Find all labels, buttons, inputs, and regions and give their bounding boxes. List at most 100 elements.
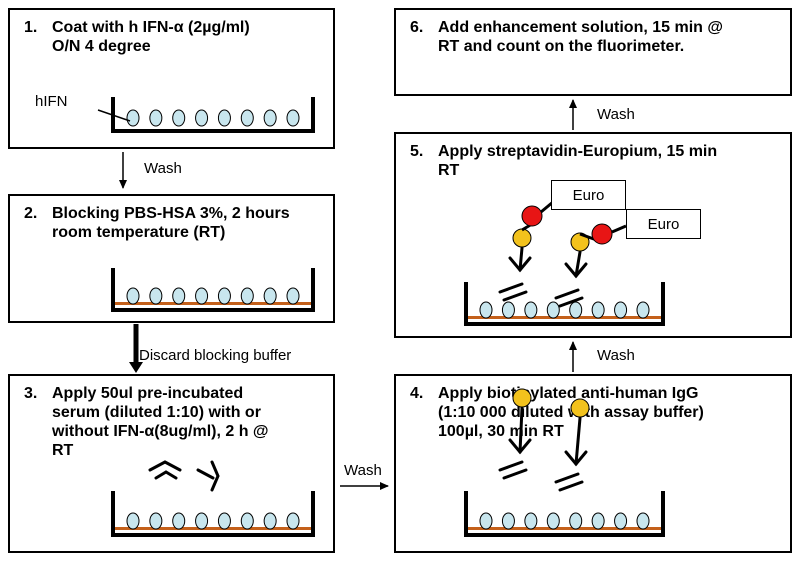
ifn-bead [286, 512, 300, 530]
ifn-bead [195, 287, 209, 305]
ifn-bead [263, 109, 277, 127]
ifn-bead [569, 301, 583, 319]
step-number: 2. [24, 205, 38, 222]
ifn-bead [591, 512, 605, 530]
ifn-bead [240, 512, 254, 530]
biotin-marker [570, 398, 590, 418]
ifn-bead [172, 512, 186, 530]
antibody [498, 460, 524, 472]
step-number: 4. [410, 385, 424, 402]
hifn-label: hIFN [35, 93, 68, 110]
europium-label: Euro [572, 186, 605, 204]
step-number: 6. [410, 19, 424, 36]
antibody-stem [518, 406, 524, 454]
hifn-pointer-line [97, 109, 131, 122]
europium-marker [591, 223, 613, 245]
wash-label-3-4: Wash [344, 462, 382, 479]
ifn-bead [524, 512, 538, 530]
europium-label-box-2: Euro [626, 209, 701, 239]
well [464, 491, 665, 537]
ifn-bead [614, 512, 628, 530]
ifn-bead [240, 287, 254, 305]
blocking-layer [115, 527, 311, 530]
ifn-bead [636, 301, 650, 319]
step-number: 3. [24, 385, 38, 402]
ifn-bead [501, 301, 515, 319]
antibody-stem [574, 416, 582, 466]
europium-label: Euro [647, 215, 680, 233]
step-number: 5. [410, 143, 424, 160]
antibody [154, 470, 178, 480]
step-text: Apply biotinylated anti-human IgG (1:10 … [438, 385, 704, 440]
antibody [558, 480, 584, 492]
blocking-layer [115, 302, 311, 305]
ifn-bead [286, 109, 300, 127]
step-number: 1. [24, 19, 38, 36]
ifn-bead [479, 512, 493, 530]
step-3-title: 3. Apply 50ul pre-incubated serum (dilut… [24, 384, 269, 460]
biotin-marker [512, 388, 532, 408]
arrow-step2-to-step3-head [129, 362, 143, 373]
antibody [210, 460, 220, 492]
ifn-bead [217, 287, 231, 305]
step-5-title: 5. Apply streptavidin-Europium, 15 min R… [410, 142, 717, 180]
ifn-bead [149, 512, 163, 530]
biotin-marker [570, 232, 590, 252]
well [111, 491, 315, 537]
antibody [554, 288, 580, 300]
ifn-bead [524, 301, 538, 319]
step-6-title: 6. Add enhancement solution, 15 min @ RT… [410, 18, 723, 56]
step-3-box: 3. Apply 50ul pre-incubated serum (dilut… [8, 374, 335, 553]
ifn-bead [217, 512, 231, 530]
ifn-bead [501, 512, 515, 530]
well [464, 282, 665, 326]
antibody [502, 290, 528, 302]
ifn-bead [172, 287, 186, 305]
discard-label: Discard blocking buffer [139, 347, 292, 364]
step-text: Blocking PBS-HSA 3%, 2 hours room temper… [52, 205, 290, 241]
ifn-bead [546, 512, 560, 530]
europium-label-box-1: Euro [551, 180, 626, 210]
well [111, 97, 315, 133]
antibody-stem [574, 250, 582, 278]
ifn-bead [149, 287, 163, 305]
step-1-title: 1. Coat with h IFN-α (2µg/ml) O/N 4 degr… [24, 18, 250, 56]
antibody [502, 468, 528, 480]
antibody-stem [518, 246, 524, 272]
ifn-bead [479, 301, 493, 319]
ifn-bead [195, 109, 209, 127]
ifn-bead [286, 287, 300, 305]
europium-tether [611, 224, 627, 234]
ifn-bead [195, 512, 209, 530]
ifn-bead [569, 512, 583, 530]
ifn-bead [217, 109, 231, 127]
ifn-bead [263, 287, 277, 305]
ifn-bead [263, 512, 277, 530]
wash-label-1-2: Wash [144, 160, 182, 177]
step-1-box: 1. Coat with h IFN-α (2µg/ml) O/N 4 degr… [8, 8, 335, 149]
ifn-bead [614, 301, 628, 319]
step-text: Apply streptavidin-Europium, 15 min RT [438, 143, 718, 179]
step-2-title: 2. Blocking PBS-HSA 3%, 2 hours room tem… [24, 204, 290, 242]
ifn-bead [126, 512, 140, 530]
ifn-bead [126, 109, 140, 127]
antibody [558, 296, 584, 308]
ifn-bead [546, 301, 560, 319]
wash-label-5-6: Wash [597, 106, 635, 123]
ifn-bead [172, 109, 186, 127]
europium-marker [521, 205, 543, 227]
biotin-marker [512, 228, 532, 248]
step-4-title: 4. Apply biotinylated anti-human IgG (1:… [410, 384, 704, 441]
step-text: Coat with h IFN-α (2µg/ml) O/N 4 degree [52, 19, 250, 55]
ifn-bead [240, 109, 254, 127]
ifn-bead [636, 512, 650, 530]
ifn-bead [149, 109, 163, 127]
ifn-bead [591, 301, 605, 319]
antibody [498, 282, 524, 294]
blocking-layer [468, 527, 661, 530]
antibody [148, 460, 182, 472]
step-2-box: 2. Blocking PBS-HSA 3%, 2 hours room tem… [8, 194, 335, 323]
step-6-box: 6. Add enhancement solution, 15 min @ RT… [394, 8, 792, 96]
blocking-layer [468, 316, 661, 319]
